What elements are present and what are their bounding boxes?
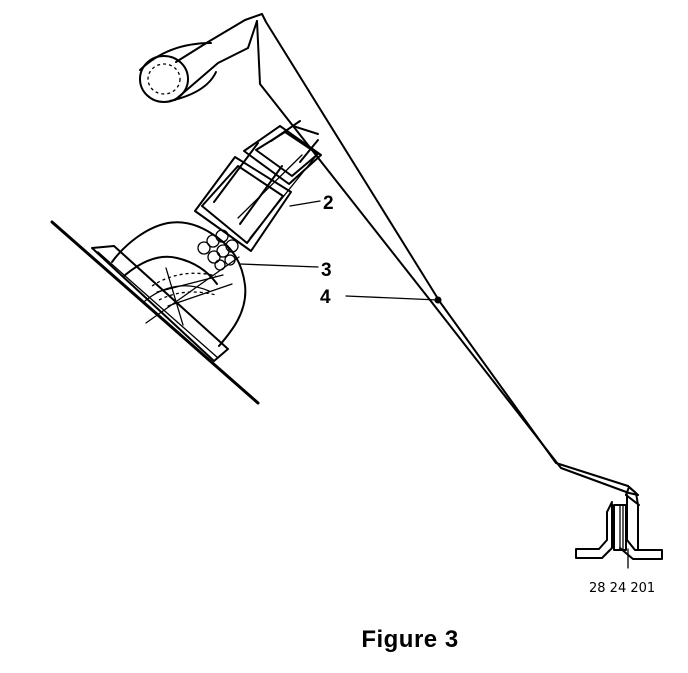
pivot-roller (139, 42, 217, 103)
nut-assembly (194, 120, 322, 252)
figure-caption: Figure 3 (361, 626, 459, 653)
callout-label-4: 4 (320, 287, 331, 308)
bracket-arm (174, 13, 639, 496)
lower-clip (575, 486, 663, 569)
callouts (239, 200, 439, 301)
callout-label-3: 3 (321, 260, 332, 281)
callout-label-2: 2 (323, 193, 334, 214)
mounting-plate (50, 220, 260, 405)
drawing-number: 28 24 201 (589, 581, 655, 596)
spacer-stack (197, 229, 239, 271)
